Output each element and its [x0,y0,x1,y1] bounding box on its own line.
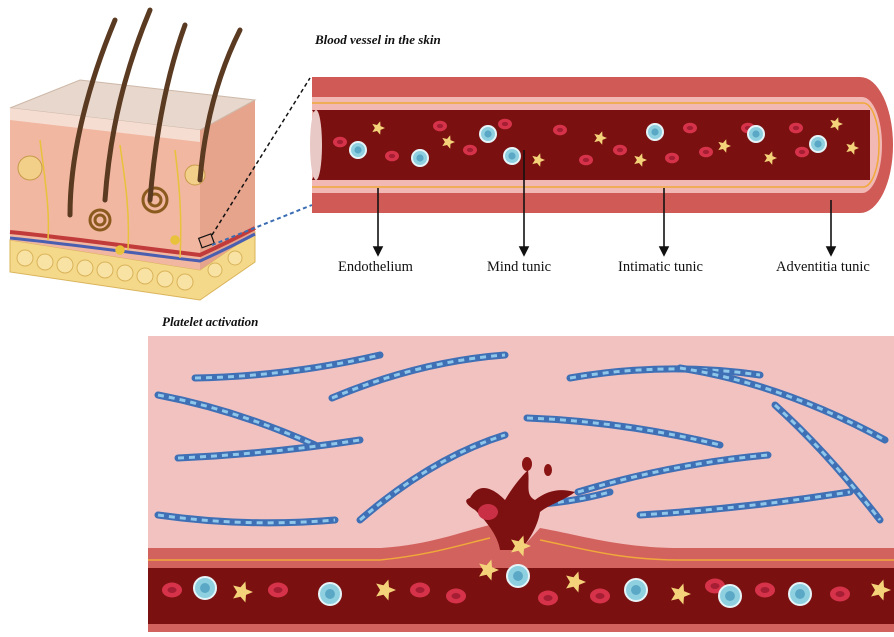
skin-cross-section [10,10,255,300]
platelet-activation-panel [148,336,894,632]
platelet-title: Platelet activation [162,314,258,330]
blood-drop [522,457,532,471]
label-adventitia-tunic: Adventitia tunic [776,259,870,276]
vessel-title: Blood vessel in the skin [315,32,441,48]
vessel-opening [310,110,322,180]
label-mind-tunic: Mind tunic [487,259,551,276]
red-blood-cell [478,504,498,520]
label-endothelium: Endothelium [338,259,413,276]
blood-drop [544,464,552,476]
vessel-lumen [312,110,870,180]
label-intimatic-tunic: Intimatic tunic [618,259,703,276]
vessel-long-section [310,77,893,213]
damaged-vessel-bottom-wall [148,624,894,632]
